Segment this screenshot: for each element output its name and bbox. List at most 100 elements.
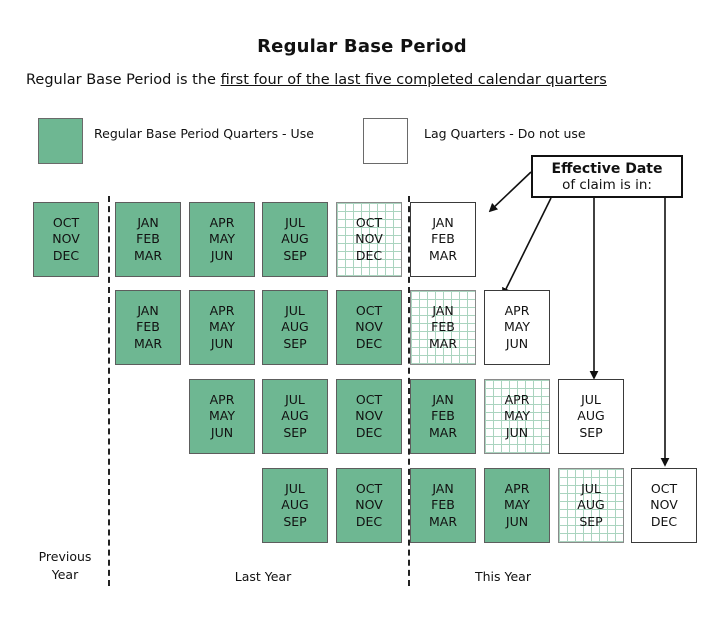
quarter-month-label: MAY: [503, 319, 530, 335]
divider-previous-last-year: [108, 196, 110, 586]
quarter-month-label: FEB: [431, 497, 455, 513]
quarter-month-label: OCT: [355, 480, 383, 496]
quarter-month-label: NOV: [650, 497, 678, 513]
quarter-month-label: DEC: [355, 424, 383, 440]
quarter-month-label: JUL: [581, 391, 601, 407]
quarter-month-label: JUL: [285, 391, 305, 407]
quarter-month-label: OCT: [355, 302, 383, 318]
quarter-month-label: JAN: [432, 480, 454, 496]
quarter-month-label: JUN: [505, 424, 529, 440]
quarter-month-label: MAY: [208, 408, 235, 424]
quarter-month-label: APR: [504, 302, 530, 318]
quarter-month-label: JUL: [285, 214, 305, 230]
year-label-last-year-line1: Last Year: [234, 569, 292, 584]
quarter-month-label: MAR: [428, 335, 458, 351]
quarter-month-label: AUG: [281, 319, 309, 335]
quarter-month-label: FEB: [136, 319, 160, 335]
quarter-month-label: SEP: [579, 513, 603, 529]
year-label-last-year: Last Year: [208, 568, 318, 586]
quarter-month-label: OCT: [355, 214, 383, 230]
quarter-month-label: OCT: [52, 214, 80, 230]
quarter-month-label: AUG: [281, 231, 309, 247]
quarter-month-label: MAR: [133, 247, 163, 263]
quarter-month-label: JUN: [210, 247, 234, 263]
quarter-month-label: NOV: [52, 231, 80, 247]
quarter-month-label: DEC: [52, 247, 80, 263]
quarter-month-label: APR: [209, 214, 235, 230]
callout-line-2: of claim is in:: [562, 176, 652, 193]
quarter-month-label: MAY: [208, 231, 235, 247]
quarter-month-label: JUL: [285, 480, 305, 496]
legend-swatch-lag-quarters: [363, 118, 408, 164]
quarter-month-label: MAR: [428, 424, 458, 440]
subtitle-underlined: first four of the last five completed ca…: [220, 72, 607, 88]
year-label-this-year: This Year: [448, 568, 558, 586]
quarter-month-label: OCT: [650, 480, 678, 496]
effective-date-callout: Effective Date of claim is in:: [531, 155, 683, 198]
quarter-month-label: NOV: [355, 408, 383, 424]
quarter-month-label: JUN: [505, 335, 529, 351]
year-label-previous-year-line1: Previous: [38, 549, 92, 564]
quarter-month-label: JUN: [210, 335, 234, 351]
page-title: Regular Base Period: [257, 36, 467, 57]
page-subtitle: Regular Base Period is the first four of…: [26, 72, 698, 88]
quarter-month-label: AUG: [281, 408, 309, 424]
quarter-month-label: NOV: [355, 497, 383, 513]
quarter-month-label: MAR: [133, 335, 163, 351]
quarter-month-label: FEB: [136, 231, 160, 247]
quarter-month-label: JAN: [432, 302, 454, 318]
year-label-previous-year: Previous Year: [22, 548, 108, 584]
callout-line-1: Effective Date: [551, 160, 663, 177]
quarter-month-label: OCT: [355, 391, 383, 407]
quarter-month-label: AUG: [577, 497, 605, 513]
quarter-month-label: FEB: [431, 231, 455, 247]
legend-label-base-period: Regular Base Period Quarters - Use: [94, 126, 314, 141]
quarter-month-label: JAN: [432, 214, 454, 230]
quarter-month-label: APR: [209, 391, 235, 407]
quarter-month-label: SEP: [283, 513, 307, 529]
quarter-month-label: FEB: [431, 319, 455, 335]
quarter-month-label: AUG: [577, 408, 605, 424]
quarter-month-label: MAY: [503, 497, 530, 513]
quarter-month-label: NOV: [355, 231, 383, 247]
divider-last-this-year: [408, 196, 410, 586]
quarter-month-label: MAR: [428, 513, 458, 529]
quarter-month-label: DEC: [650, 513, 678, 529]
quarter-month-label: SEP: [283, 335, 307, 351]
quarter-month-label: DEC: [355, 513, 383, 529]
legend-label-lag-quarters: Lag Quarters - Do not use: [424, 126, 586, 141]
quarter-month-label: JAN: [432, 391, 454, 407]
quarter-month-label: JUL: [581, 480, 601, 496]
quarter-month-label: SEP: [283, 424, 307, 440]
subtitle-prefix: Regular Base Period is the: [26, 72, 221, 88]
year-label-this-year-line1: This Year: [475, 569, 531, 584]
quarter-month-label: JUN: [210, 424, 234, 440]
quarter-month-label: JUN: [505, 513, 529, 529]
quarter-month-label: FEB: [431, 408, 455, 424]
quarter-month-label: SEP: [283, 247, 307, 263]
quarter-month-label: JAN: [137, 302, 159, 318]
quarter-month-label: JAN: [137, 214, 159, 230]
legend-swatch-base-period: [38, 118, 83, 164]
